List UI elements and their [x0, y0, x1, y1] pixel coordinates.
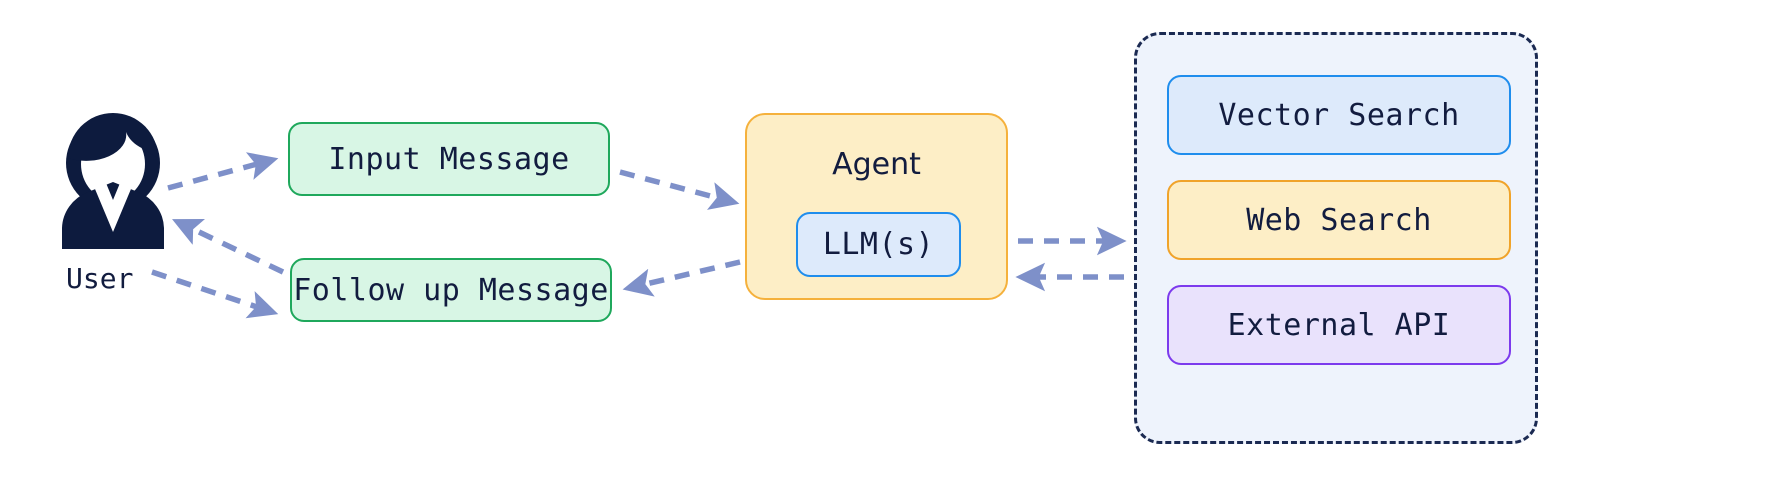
edge-input-to-agent — [619, 169, 740, 210]
node-llm[interactable]: LLM(s) — [796, 212, 961, 277]
edge-user-to-followup — [151, 269, 279, 319]
tool-external-api-label: External API — [1227, 307, 1451, 343]
agent-title: Agent — [832, 147, 921, 182]
llm-label: LLM(s) — [822, 227, 935, 262]
follow-up-message-label: Follow up Message — [293, 272, 609, 308]
node-follow-up-message[interactable]: Follow up Message — [290, 258, 612, 322]
tools-panel: Vector Search Web Search External API — [1134, 32, 1538, 444]
node-agent[interactable]: Agent LLM(s) — [745, 113, 1008, 300]
tool-external-api[interactable]: External API — [1167, 285, 1511, 365]
tool-web-search[interactable]: Web Search — [1167, 180, 1511, 260]
tool-vector-search[interactable]: Vector Search — [1167, 75, 1511, 155]
input-message-label: Input Message — [328, 141, 570, 177]
edge-user-to-input — [167, 152, 279, 191]
node-input-message[interactable]: Input Message — [288, 122, 610, 196]
edge-agent-to-followup — [622, 259, 741, 297]
tool-vector-search-label: Vector Search — [1218, 97, 1460, 133]
user-label: User — [66, 262, 134, 295]
edge-followup-to-user — [172, 219, 285, 275]
tool-web-search-label: Web Search — [1246, 202, 1432, 238]
